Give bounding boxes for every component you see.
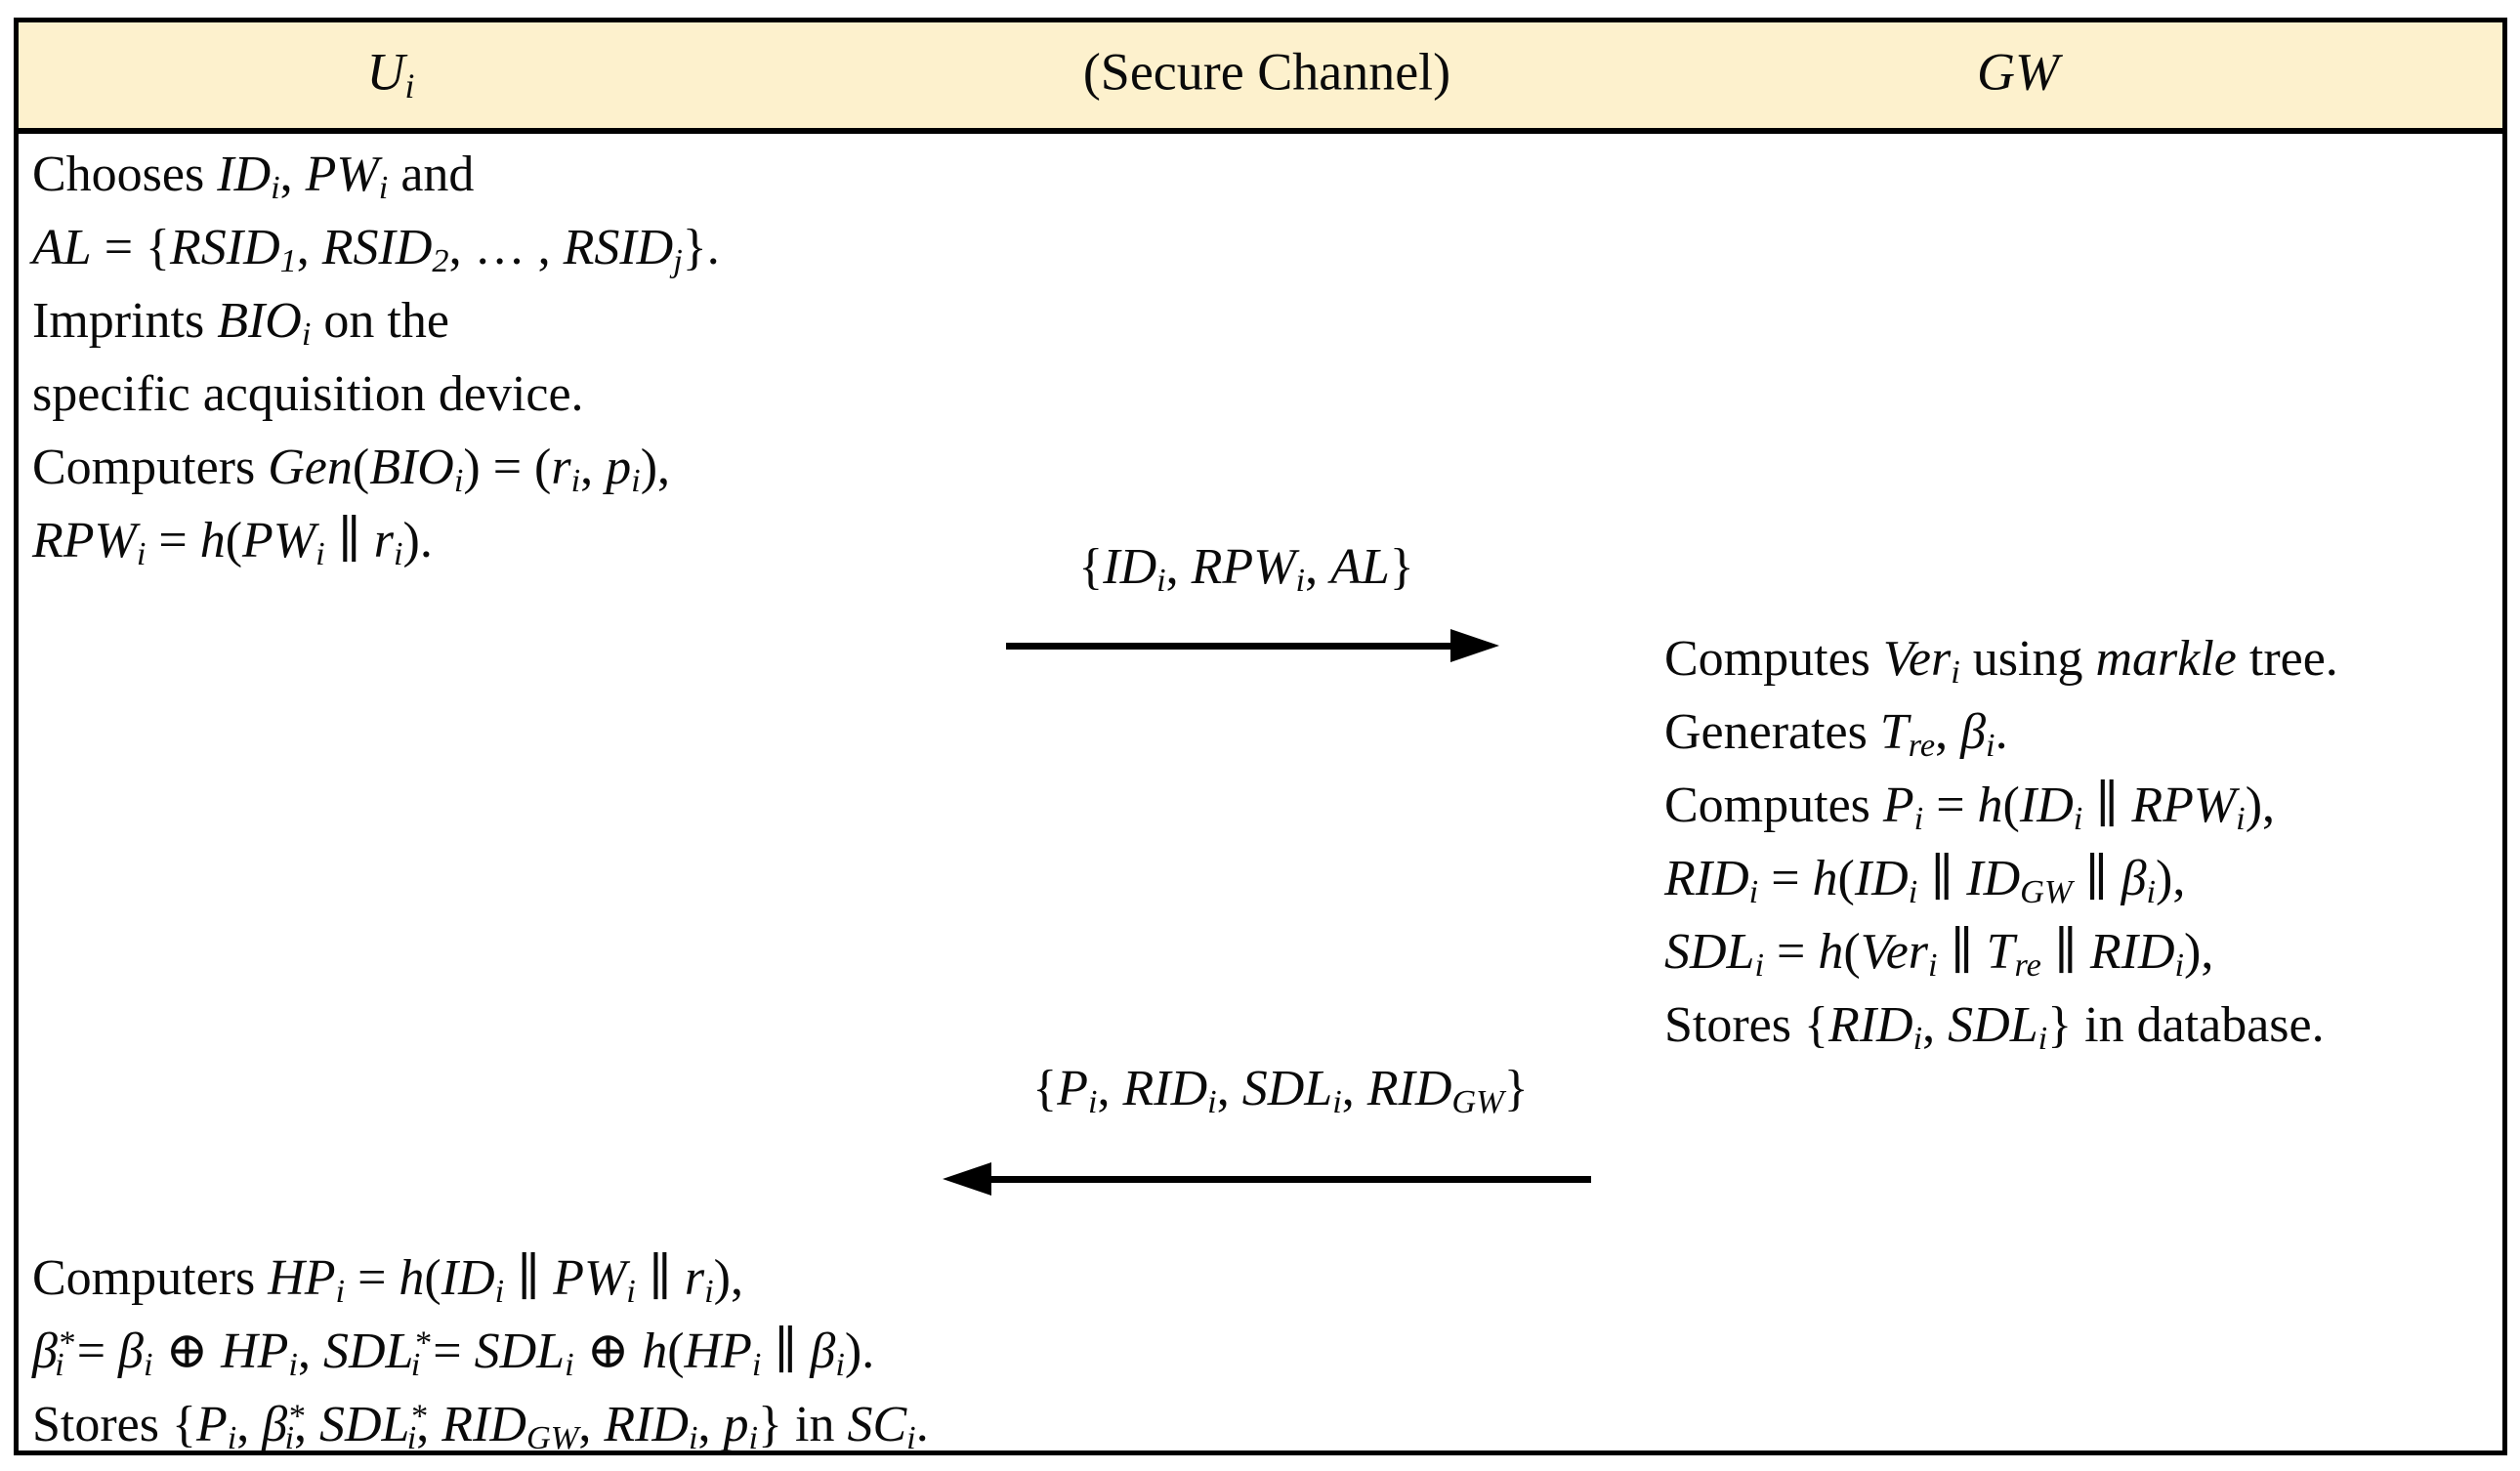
protocol-step-line: Generates Tre, βi.	[1664, 704, 2008, 765]
protocol-step-line: SDLi = h(Veri ∥ Tre ∥ RIDi),	[1664, 924, 2214, 985]
protocol-step-line: Stores {Pi, β*i, SDL*i, RIDGW, RIDi, pi}…	[32, 1397, 929, 1457]
column-header-gateway: GW	[1977, 42, 2059, 102]
protocol-step-line: Computes Pi = h(IDi ∥ RPWi),	[1664, 778, 2276, 838]
message-to-gateway-label: {IDi, RPWi, AL}	[1078, 539, 1414, 600]
user-final-steps: Computers HPi = h(IDi ∥ PWi ∥ ri), β*i =…	[32, 1241, 929, 1461]
message-to-user-label: {Pi, RIDi, SDLi, RIDGW}	[1032, 1061, 1529, 1121]
column-header-user: Ui	[366, 42, 415, 105]
protocol-step-line: RIDi = h(IDi ∥ IDGW ∥ βi),	[1664, 851, 2186, 911]
protocol-step-line: Computers Gen(BIOi) = (ri, pi),	[32, 440, 671, 500]
protocol-step-line: AL = {RSID1, RSID2, … , RSIDj}.	[32, 220, 720, 280]
arrow-left-shaft	[991, 1176, 1591, 1183]
arrowhead-right-icon	[1450, 629, 1499, 662]
arrowhead-left-icon	[943, 1162, 991, 1196]
protocol-step-line: Computes Veri using markle tree.	[1664, 631, 2338, 692]
gateway-steps: Computes Veri using markle tree. Generat…	[1664, 622, 2338, 1062]
user-registration-steps: Chooses IDi, PWi and AL = {RSID1, RSID2,…	[32, 138, 720, 577]
protocol-step-line: Imprints BIOi on the	[32, 293, 449, 354]
protocol-step-line: Computers HPi = h(IDi ∥ PWi ∥ ri),	[32, 1250, 743, 1311]
table-header-row: Ui (Secure Channel) GW	[19, 22, 2502, 134]
protocol-step-line: specific acquisition device.	[32, 366, 584, 422]
arrow-right-shaft	[1006, 643, 1453, 650]
protocol-table: Ui (Secure Channel) GW Chooses IDi, PWi …	[14, 18, 2507, 1455]
protocol-step-line: Stores {RIDi, SDLi} in database.	[1664, 997, 2325, 1058]
protocol-step-line: RPWi = h(PWi ∥ ri).	[32, 513, 433, 573]
column-header-secure-channel: (Secure Channel)	[1082, 42, 1451, 102]
table-body: Chooses IDi, PWi and AL = {RSID1, RSID2,…	[19, 134, 2502, 1454]
protocol-step-line: Chooses IDi, PWi and	[32, 147, 475, 207]
protocol-step-line: β*i = βi ⊕ HPi, SDL*i = SDLi ⊕ h(HPi ∥ β…	[32, 1324, 875, 1384]
